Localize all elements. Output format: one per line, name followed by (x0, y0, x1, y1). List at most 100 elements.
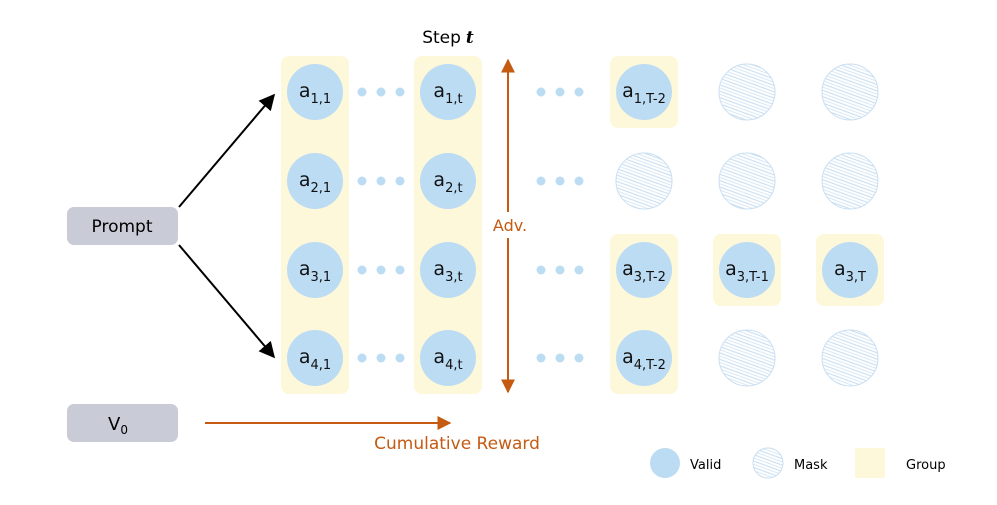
ellipsis-dot (555, 353, 565, 363)
ellipsis-dot (357, 176, 367, 186)
ellipsis-dot (574, 353, 584, 363)
valid-node: a4,t (420, 330, 476, 386)
valid-node: a2,t (420, 153, 476, 209)
masked-node-circle (821, 63, 879, 121)
group-column-1 (281, 56, 349, 394)
ellipsis-dot (536, 353, 546, 363)
step-word: Step (422, 28, 461, 48)
ellipsis-dots (357, 87, 584, 363)
masked-node (821, 63, 879, 121)
node-label: a1,T-2 (622, 80, 666, 107)
valid-node-circle (420, 330, 476, 386)
valid-node: a4,1 (287, 330, 343, 386)
node-label: a2,1 (299, 169, 331, 196)
ellipsis-dot (574, 176, 584, 186)
ellipsis-dot (376, 265, 386, 275)
node-subscript: 3,T (846, 270, 866, 285)
valid-node-circle (287, 64, 343, 120)
ellipsis-dot (395, 353, 405, 363)
node-label: a4,t (433, 346, 462, 373)
node-subscript: 3,1 (310, 270, 331, 285)
masked-node (821, 329, 879, 387)
node-label: a1,t (433, 80, 462, 107)
ellipsis-dot (536, 265, 546, 275)
masked-node-circle (718, 152, 776, 210)
valid-node-circle (420, 64, 476, 120)
node-letter: a (834, 258, 846, 280)
ellipsis-dot (357, 265, 367, 275)
node-label: a1,1 (299, 80, 331, 107)
valid-node: a4,T-2 (616, 330, 672, 386)
prompt-arrows (178, 93, 276, 359)
ellipsis-dot (376, 353, 386, 363)
valid-node-circle (287, 242, 343, 298)
legend: Valid Mask Group (650, 447, 946, 479)
ellipsis-dot (555, 87, 565, 97)
advantage-label-bg (486, 212, 530, 238)
masked-node (615, 152, 673, 210)
node-subscript: 3,T-1 (737, 270, 769, 285)
node-letter: a (622, 258, 634, 280)
node-subscript: 4,T-2 (634, 358, 666, 373)
masked-node-circle (718, 63, 776, 121)
node-subscript: 1,T-2 (634, 92, 666, 107)
legend-group-swatch (855, 448, 885, 478)
valid-node: a3,T-2 (616, 242, 672, 298)
valid-node: a3,1 (287, 242, 343, 298)
node-letter: a (433, 80, 445, 102)
valid-node-circle (822, 242, 878, 298)
ellipsis-dot (376, 176, 386, 186)
valid-node-circle (287, 330, 343, 386)
valid-node: a3,T-1 (719, 242, 775, 298)
valid-node: a2,1 (287, 153, 343, 209)
ellipsis-dot (395, 265, 405, 275)
masked-node (718, 329, 776, 387)
node-label: a2,t (433, 169, 462, 196)
prompt-label: Prompt (92, 217, 153, 237)
arrow-to-row1 (178, 93, 276, 208)
node-letter: a (299, 80, 311, 102)
masked-node (718, 63, 776, 121)
masked-node (718, 152, 776, 210)
node-label: a4,T-2 (622, 346, 666, 373)
group-highlights (281, 56, 884, 394)
node-subscript: 3,t (445, 270, 463, 285)
node-letter: a (725, 258, 737, 280)
node-label: a4,1 (299, 346, 331, 373)
valid-node-circle (616, 242, 672, 298)
valid-node: a1,t (420, 64, 476, 120)
ellipsis-dot (395, 176, 405, 186)
node-letter: a (433, 169, 445, 191)
node-letter: a (299, 169, 311, 191)
valid-node: a3,t (420, 242, 476, 298)
v0-box: V0 (67, 404, 178, 442)
node-subscript: 3,T-2 (634, 270, 666, 285)
node-label: a3,T-1 (725, 258, 769, 285)
node-letter: a (622, 80, 634, 102)
node-label: a3,1 (299, 258, 331, 285)
valid-node: a1,T-2 (616, 64, 672, 120)
node-letter: a (433, 346, 445, 368)
legend-mask-swatch (752, 447, 784, 479)
cumulative-reward-label: Cumulative Reward (374, 434, 540, 454)
v0-letter: V (108, 414, 121, 435)
node-subscript: 1,t (445, 92, 463, 107)
legend-group-label: Group (906, 458, 946, 473)
node-letter: a (433, 258, 445, 280)
prompt-box: Prompt (67, 207, 178, 245)
group-column-t (414, 56, 482, 394)
valid-node: a3,T (822, 242, 878, 298)
node-subscript: 4,t (445, 358, 463, 373)
masked-node (821, 152, 879, 210)
node-subscript: 4,1 (310, 358, 331, 373)
node-letter: a (299, 346, 311, 368)
masked-node-circle (718, 329, 776, 387)
ellipsis-dot (555, 176, 565, 186)
ellipsis-dot (376, 87, 386, 97)
step-variable: t (466, 28, 474, 48)
masked-node-circle (615, 152, 673, 210)
ellipsis-dot (357, 353, 367, 363)
advantage-label: Adv. (493, 216, 527, 235)
